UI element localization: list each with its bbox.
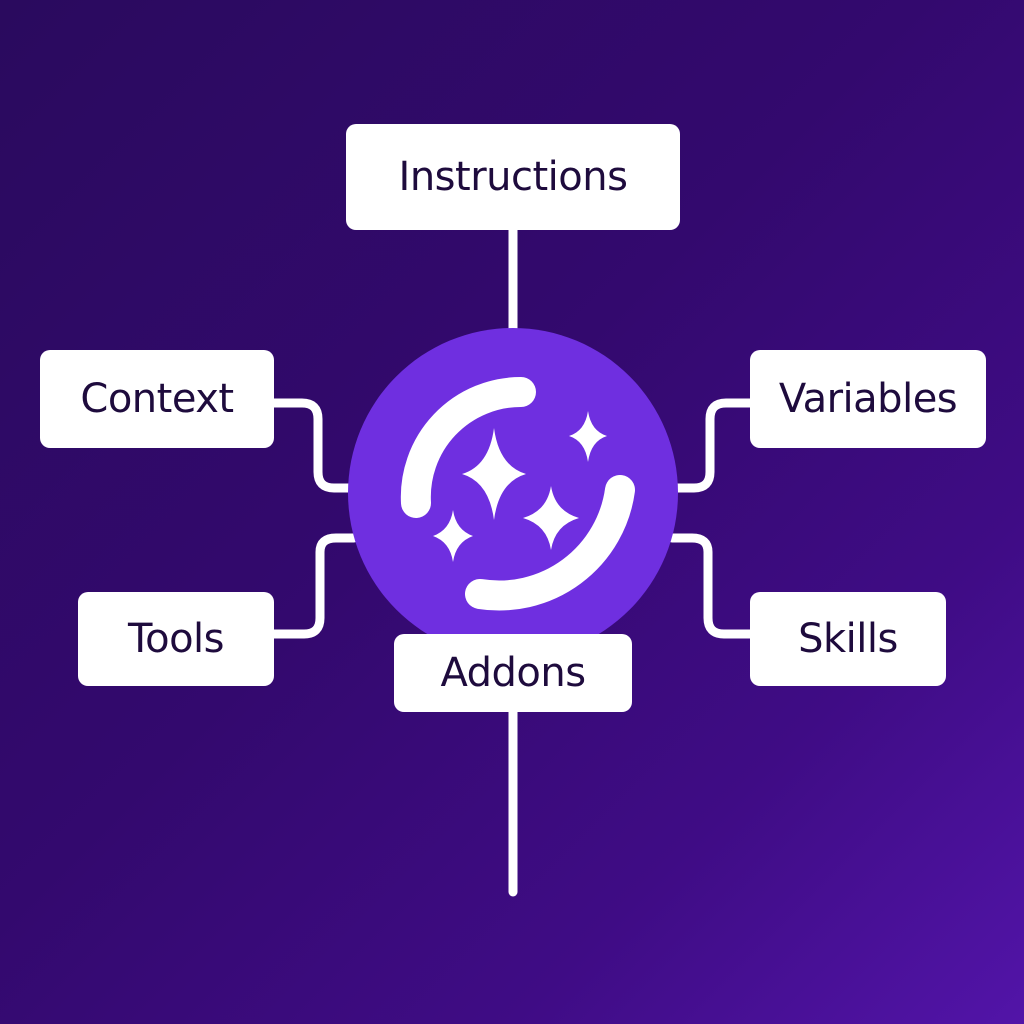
node-variables: Variables: [750, 350, 986, 448]
node-addons: Addons: [394, 634, 632, 712]
connector-skills: [667, 533, 755, 639]
node-skills: Skills: [750, 592, 946, 686]
node-label: Variables: [778, 376, 958, 422]
node-label: Skills: [798, 616, 898, 662]
sparkle-center-right-icon: [523, 486, 579, 550]
sparkle-bottom-left-icon: [433, 510, 473, 562]
node-instructions: Instructions: [346, 124, 680, 230]
node-label: Context: [80, 376, 234, 422]
node-context: Context: [40, 350, 274, 448]
sparkle-top-right-icon: [569, 411, 607, 462]
connector-variables: [671, 398, 755, 493]
node-tools: Tools: [78, 592, 274, 686]
orbit-arc-left: [400, 376, 536, 518]
connector-context: [269, 398, 357, 493]
connector-tools: [269, 533, 359, 639]
orbit-arc-right: [465, 475, 635, 611]
central-hub: [348, 328, 678, 658]
node-label: Addons: [440, 650, 586, 696]
node-label: Instructions: [398, 154, 628, 200]
node-label: Tools: [127, 616, 225, 662]
sparkle-large-icon: [462, 428, 526, 520]
sparkles-orbit-icon: [400, 376, 635, 611]
